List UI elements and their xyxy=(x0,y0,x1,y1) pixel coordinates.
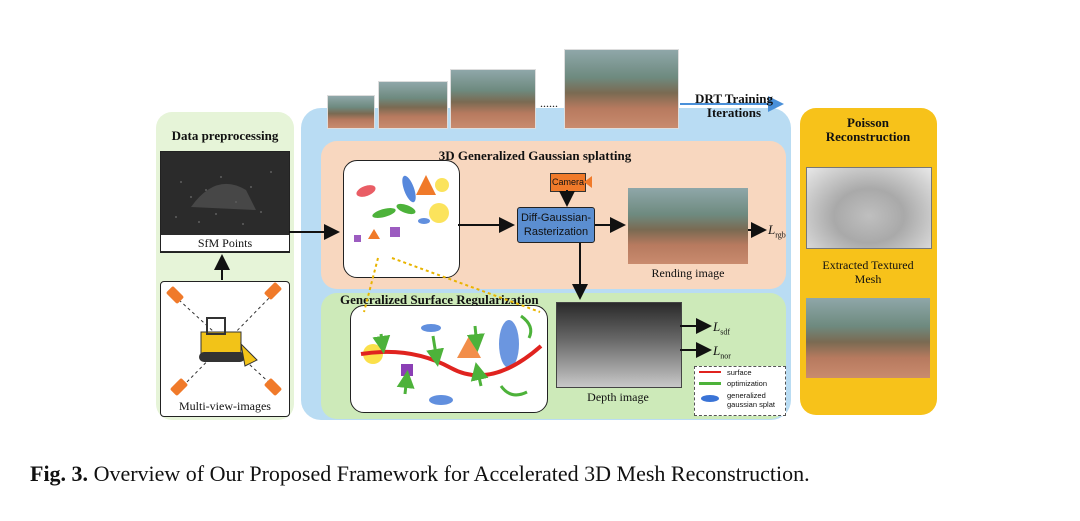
rendered-image-label: Rending image xyxy=(651,266,725,280)
loss-rgb-symbol: L xyxy=(768,222,776,237)
camera-box: Camera xyxy=(550,173,586,192)
legend-surface-label: surface xyxy=(727,368,752,377)
drt-training-text: DRT Training xyxy=(695,91,773,106)
sfm-points-image: SfM Points xyxy=(160,151,290,253)
rasterizer-box: Diff-Gaussian-Rasterization xyxy=(517,207,595,243)
extracted-mesh-gray xyxy=(806,167,932,249)
surface-regularization-drawing xyxy=(360,314,543,405)
poisson-title: Poisson Reconstruction xyxy=(825,115,911,144)
data-preprocessing-title: Data preprocessing xyxy=(171,128,279,143)
iteration-thumb-3 xyxy=(451,70,535,128)
legend-box: surface optimization generalized gaussia… xyxy=(694,366,786,416)
figure-caption-text: Overview of Our Proposed Framework for A… xyxy=(93,461,810,486)
iteration-thumb-1 xyxy=(328,96,374,128)
bulldozer-icon xyxy=(199,317,258,367)
gaussian-splatting-title: 3D Generalized Gaussian splatting xyxy=(438,148,632,163)
legend-optimization-swatch xyxy=(699,382,721,385)
camera-icon xyxy=(166,282,282,396)
rendered-image xyxy=(628,188,748,264)
surface-regularization-box xyxy=(350,305,548,413)
legend-splat-swatch xyxy=(701,395,719,402)
iteration-thumb-2 xyxy=(379,82,447,128)
iteration-thumb-4 xyxy=(565,50,678,128)
sfm-points-label: SfM Points xyxy=(161,235,289,251)
depth-image xyxy=(556,302,682,388)
legend-optimization-label: optimization xyxy=(727,379,768,388)
extracted-mesh-textured xyxy=(806,298,930,378)
gaussian-primitives xyxy=(354,175,449,242)
loss-sdf-subscript: sdf xyxy=(720,327,731,337)
loss-sdf-symbol: L xyxy=(713,319,721,334)
loss-sdf: Lsdf xyxy=(713,319,730,337)
camera-icon xyxy=(584,176,592,188)
loss-nor-subscript: nor xyxy=(720,351,731,361)
figure-label: Fig. 3. xyxy=(30,461,89,486)
multi-view-images-box: Multi-view-images xyxy=(160,281,290,417)
figure-caption: Fig. 3. Overview of Our Proposed Framewo… xyxy=(30,461,1070,487)
multi-view-label: Multi-view-images xyxy=(179,399,271,413)
extracted-mesh-label: Extracted Textured Mesh xyxy=(822,258,914,286)
loss-nor: Lnor xyxy=(713,343,731,361)
legend-splat-label: generalized gaussian splat xyxy=(727,391,775,409)
loss-rgb-subscript: rgb xyxy=(775,230,786,240)
loss-rgb: Lrgb xyxy=(768,222,786,240)
multi-view-drawing xyxy=(166,282,282,396)
loss-nor-symbol: L xyxy=(713,343,721,358)
point-cloud-texture xyxy=(161,152,289,236)
gaussian-primitives-box xyxy=(343,160,460,278)
iterations-ellipsis: ...... xyxy=(540,96,558,110)
iterations-text: Iterations xyxy=(706,105,762,120)
drt-training-label: DRT Training Iterations xyxy=(684,92,784,120)
legend-surface-swatch xyxy=(699,371,721,373)
depth-image-label: Depth image xyxy=(587,390,649,404)
